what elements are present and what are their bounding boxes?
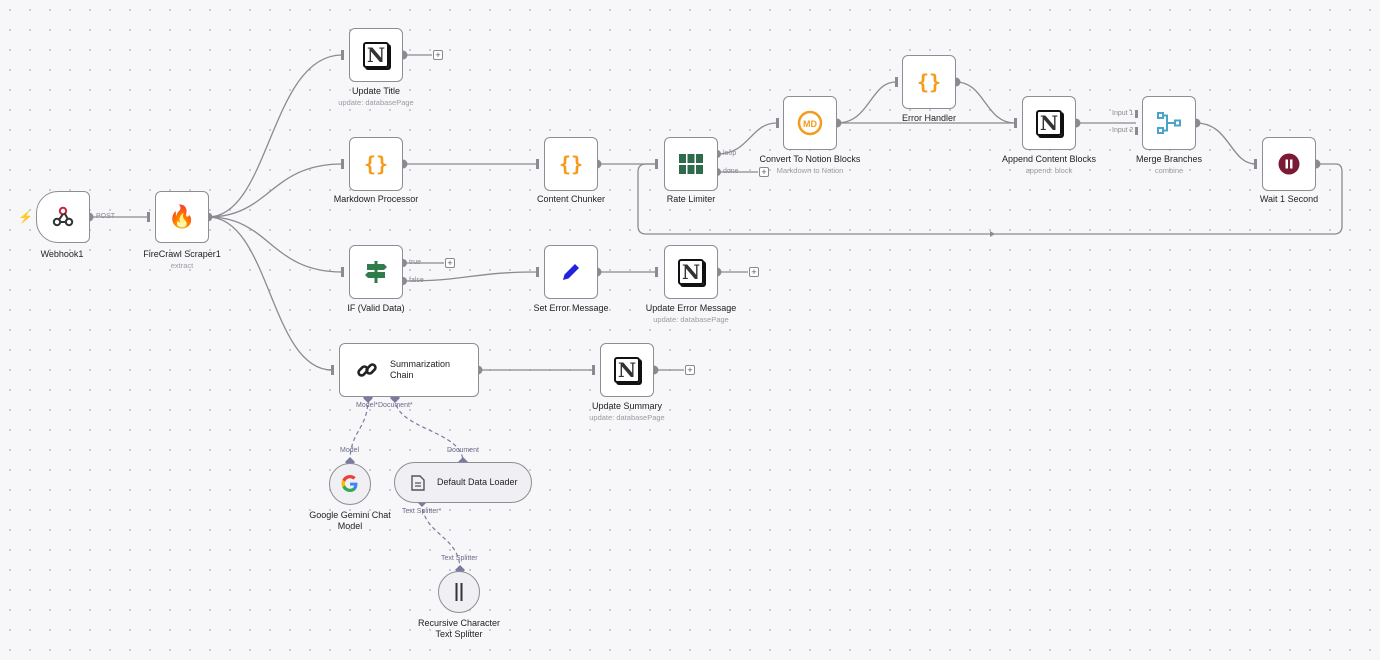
update-error-label: Update Error Message — [645, 303, 737, 313]
summarization-chain-node[interactable]: Summarization Chain — [339, 343, 479, 397]
webhook-icon — [52, 206, 74, 227]
notion-icon: N — [614, 357, 640, 383]
webhook-port-label: POST — [96, 213, 116, 220]
notion-icon: N — [678, 259, 704, 285]
markdown-processor-node[interactable]: {} — [349, 137, 403, 191]
add-node-button[interactable]: + — [685, 365, 695, 375]
data-loader-label: Default Data Loader — [437, 477, 518, 487]
webhook-node[interactable] — [36, 191, 90, 243]
append-blocks-node[interactable]: N — [1022, 96, 1076, 150]
gemini-model-label: Google Gemini Chat Model — [309, 510, 391, 531]
update-title-sub: update: databasePage — [338, 98, 414, 107]
if-false-port: false — [409, 277, 424, 284]
convert-notion-node[interactable]: MD — [783, 96, 837, 150]
merge-branches-sub: combine — [1154, 166, 1184, 175]
convert-notion-label: Convert To Notion Blocks — [759, 154, 861, 164]
if-valid-label: IF (Valid Data) — [347, 303, 405, 313]
code-braces-icon: {} — [916, 70, 942, 94]
pencil-icon — [563, 264, 579, 280]
google-g-icon — [341, 475, 358, 492]
firecrawl-sub: extract — [170, 261, 194, 270]
fire-icon: 🔥 — [168, 204, 196, 229]
splitter-port: Text Splitter — [441, 555, 478, 562]
update-summary-node[interactable]: N — [600, 343, 654, 397]
rate-limiter-loop-port: loop — [723, 150, 737, 157]
chain-link-icon — [357, 363, 377, 377]
firecrawl-label: FireCrawl Scraper1 — [143, 249, 221, 259]
content-chunker-node[interactable]: {} — [544, 137, 598, 191]
splitter-icon — [455, 583, 463, 601]
summarization-document-port: Document* — [378, 402, 413, 409]
split-batches-icon — [679, 154, 703, 174]
convert-notion-sub: Markdown to Notion — [776, 166, 844, 175]
webhook-label: Webhook1 — [40, 249, 84, 259]
add-node-button[interactable]: + — [759, 167, 769, 177]
rate-limiter-done-port: done — [723, 168, 739, 175]
wait-node[interactable] — [1262, 137, 1316, 191]
svg-text:MD: MD — [803, 119, 817, 129]
update-error-node[interactable]: N — [664, 245, 718, 299]
trigger-bolt-icon: ⚡ — [18, 210, 33, 224]
notion-icon: N — [363, 42, 389, 68]
firecrawl-node[interactable]: 🔥 — [155, 191, 209, 243]
append-blocks-sub: append: block — [1025, 166, 1073, 175]
update-title-label: Update Title — [351, 86, 401, 96]
data-loader-document-port: Document — [447, 447, 479, 454]
splitter-node[interactable] — [438, 571, 480, 613]
update-error-sub: update: databasePage — [653, 315, 729, 324]
summarization-model-port: Model* — [356, 402, 378, 409]
merge-branches-label: Merge Branches — [1135, 154, 1203, 164]
rate-limiter-label: Rate Limiter — [666, 194, 716, 204]
document-icon — [411, 474, 425, 491]
update-title-node[interactable]: N — [349, 28, 403, 82]
if-valid-node[interactable] — [349, 245, 403, 299]
notion-icon: N — [1036, 110, 1062, 136]
merge-input1-port: Input 1 — [1112, 110, 1134, 117]
error-handler-node[interactable]: {} — [902, 55, 956, 109]
error-handler-label: Error Handler — [901, 113, 957, 123]
pause-icon — [1278, 153, 1300, 175]
splitter-label: Recursive Character Text Splitter — [417, 618, 501, 639]
markdown-processor-label: Markdown Processor — [333, 194, 419, 204]
code-braces-icon: {} — [363, 152, 389, 176]
content-chunker-label: Content Chunker — [536, 194, 606, 204]
rate-limiter-node[interactable] — [664, 137, 718, 191]
update-summary-sub: update: databasePage — [589, 413, 665, 422]
set-error-label: Set Error Message — [533, 303, 609, 313]
wait-label: Wait 1 Second — [1259, 194, 1319, 204]
add-node-button[interactable]: + — [749, 267, 759, 277]
code-braces-icon: {} — [558, 152, 584, 176]
update-summary-label: Update Summary — [591, 401, 663, 411]
merge-branches-node[interactable] — [1142, 96, 1196, 150]
gemini-model-port: Model — [340, 447, 360, 454]
add-node-button[interactable]: + — [433, 50, 443, 60]
data-loader-splitter-port: Text Splitter* — [402, 508, 442, 515]
gemini-model-node[interactable] — [329, 463, 371, 505]
if-true-port: true — [409, 259, 422, 266]
signpost-icon — [365, 261, 387, 283]
merge-input2-port: Input 2 — [1112, 127, 1134, 134]
markdown-convert-icon: MD — [797, 110, 823, 136]
set-error-node[interactable] — [544, 245, 598, 299]
add-node-button[interactable]: + — [445, 258, 455, 268]
merge-icon — [1157, 112, 1181, 134]
append-blocks-label: Append Content Blocks — [1001, 154, 1097, 164]
data-loader-node[interactable]: Default Data Loader — [394, 462, 532, 503]
summarization-chain-label: Summarization Chain — [390, 359, 451, 380]
